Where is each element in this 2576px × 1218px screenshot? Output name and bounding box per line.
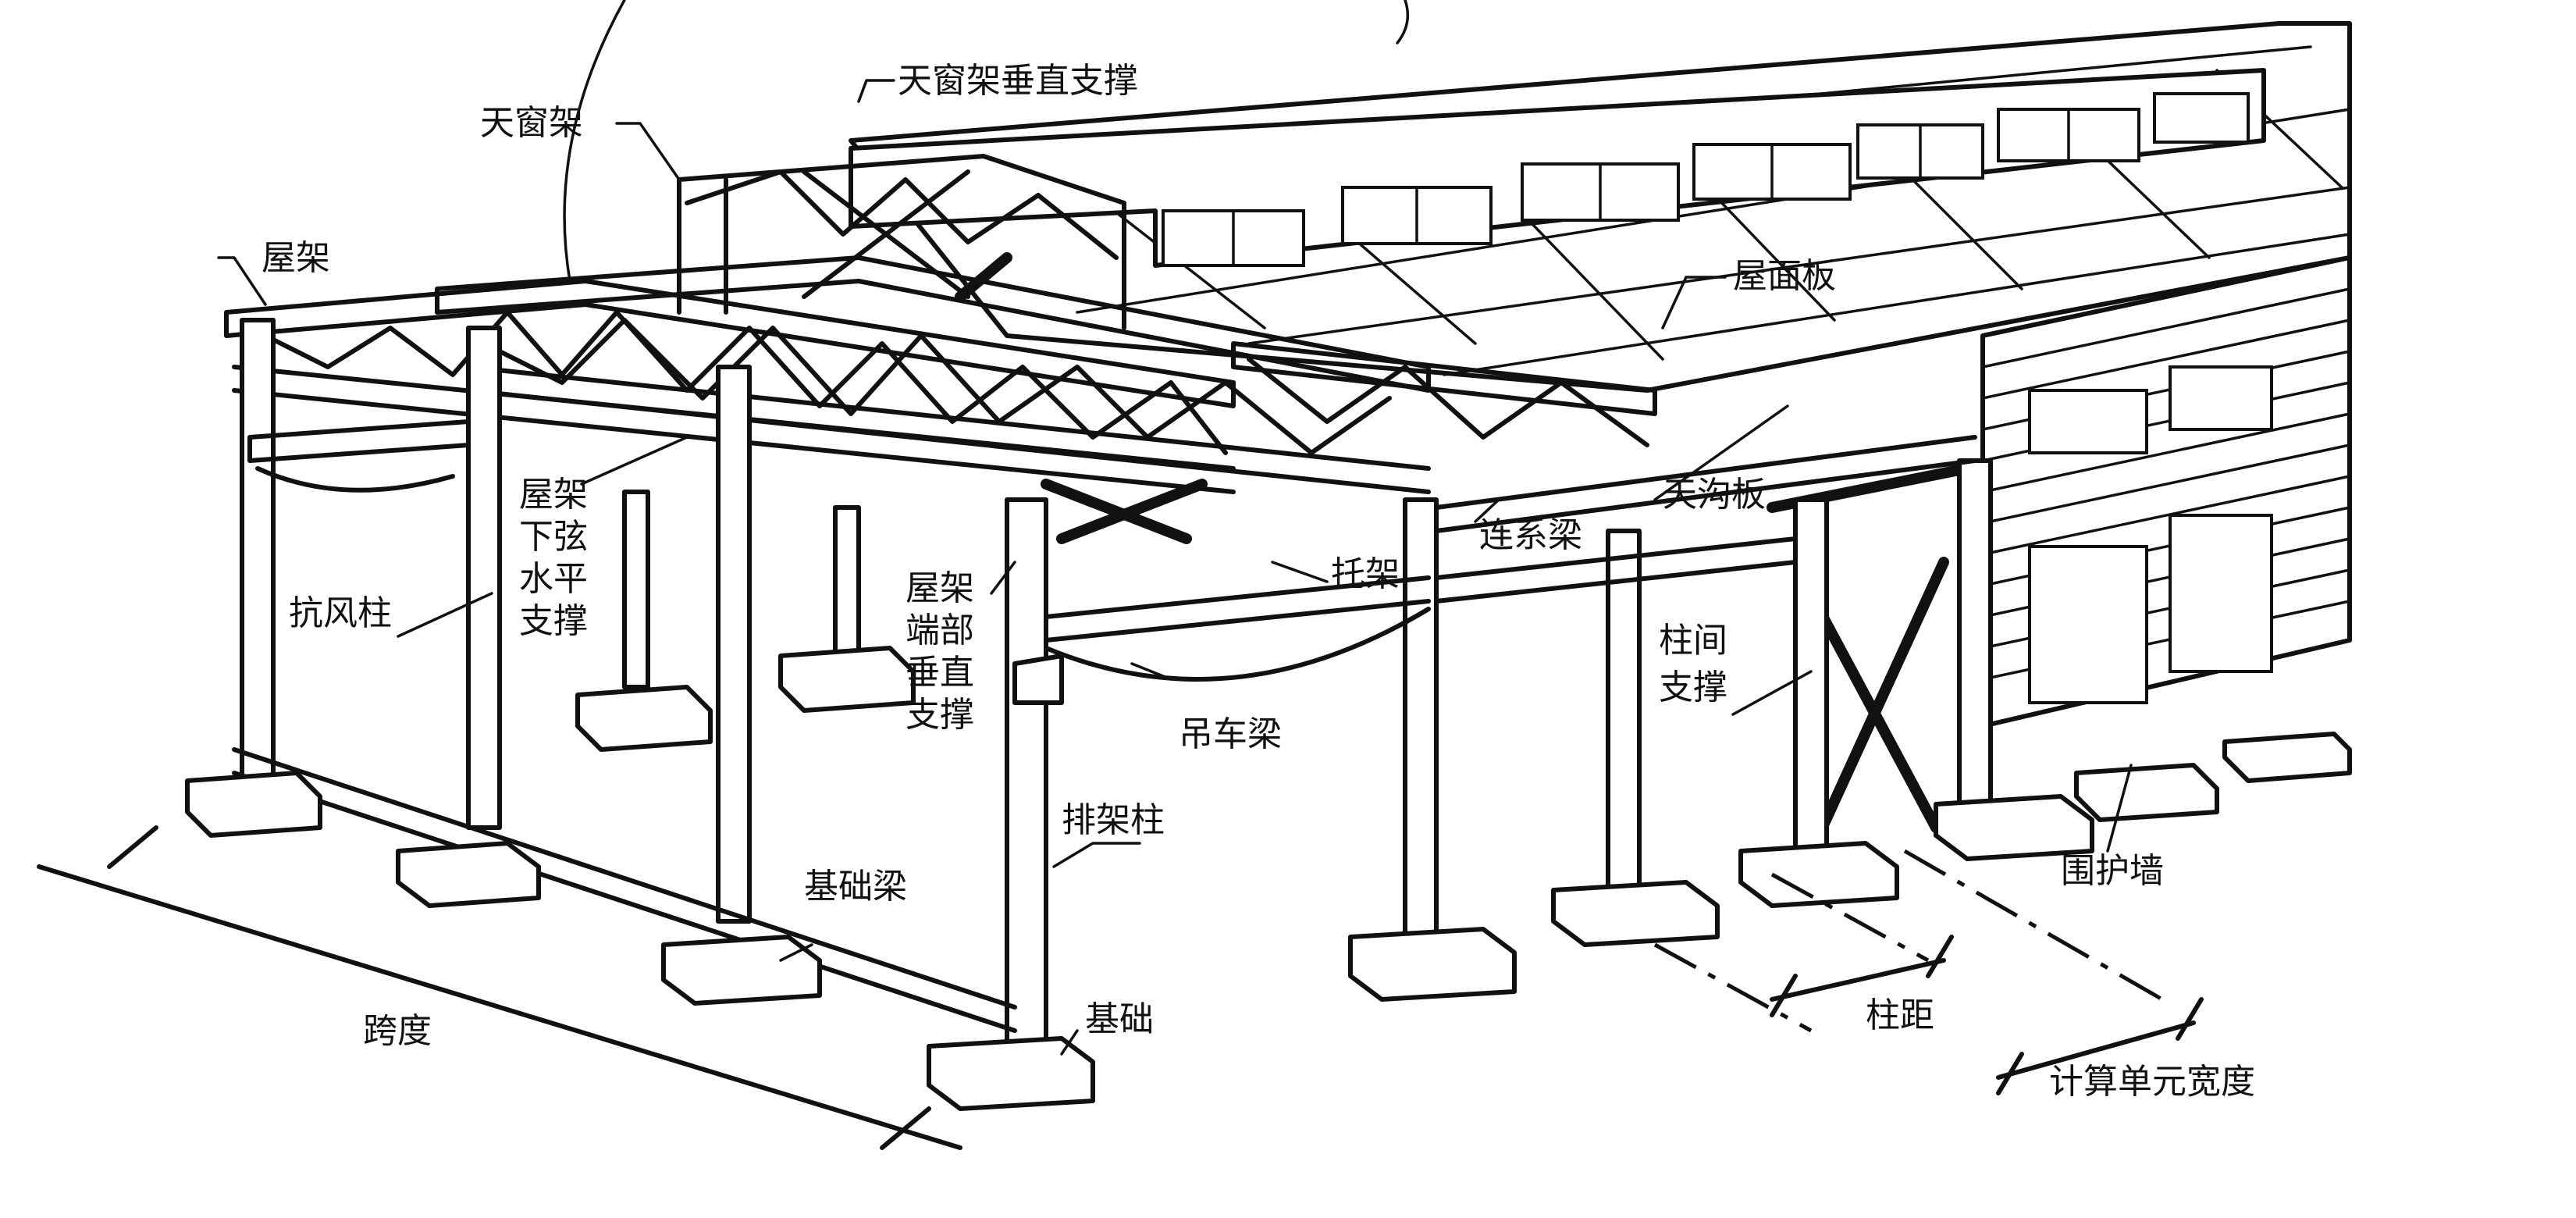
skylight-windows — [1162, 92, 2250, 267]
dimension-lines — [37, 825, 2204, 1150]
label-skylight-frame: 天窗架 — [480, 103, 583, 143]
label-support-truss: 托架 — [1331, 554, 1400, 594]
label-column-spacing: 柱距 — [1866, 995, 1934, 1035]
label-column-brace-1: 柱间 — [1659, 621, 1727, 661]
label-foundation: 基础 — [1085, 999, 1154, 1039]
label-truss-lower-chord-brace-2: 下弦 — [519, 517, 588, 557]
label-gutter-panel: 天沟板 — [1663, 475, 1766, 515]
label-truss-end-brace-2: 端部 — [906, 611, 974, 650]
label-span: 跨度 — [363, 1011, 432, 1051]
bracing — [955, 252, 1973, 841]
label-truss-lower-chord-brace-3: 水平 — [519, 559, 588, 599]
label-truss-end-brace-1: 屋架 — [906, 568, 974, 608]
label-column-brace-2: 支撑 — [1659, 668, 1727, 707]
label-truss-lower-chord-brace-1: 屋架 — [519, 475, 588, 515]
enclosure-wall — [1980, 255, 2352, 728]
leader-lines — [217, 0, 2133, 1056]
label-roof-truss: 屋架 — [262, 238, 330, 278]
labels: 天窗架 天窗架垂直支撑 屋架 屋面板 屋架 下弦 水平 支撑 抗风柱 屋架 端部… — [262, 61, 2255, 1102]
label-truss-end-brace-3: 垂直 — [906, 653, 974, 693]
label-calc-unit-width: 计算单元宽度 — [2049, 1062, 2255, 1102]
beams — [232, 419, 1977, 1033]
foundations — [185, 646, 2352, 1111]
label-truss-lower-chord-brace-4: 支撑 — [519, 601, 588, 641]
label-foundation-beam: 基础梁 — [804, 867, 907, 906]
label-crane-beam: 吊车梁 — [1179, 714, 1282, 754]
label-skylight-vertical-brace: 天窗架垂直支撑 — [898, 61, 1138, 101]
roof-surface — [849, 21, 2352, 393]
columns — [240, 318, 1993, 1049]
skylight-frame — [677, 154, 1126, 330]
label-tie-beam: 连系梁 — [1479, 515, 1582, 555]
label-bent-column: 排架柱 — [1062, 800, 1165, 840]
label-roof-panel: 屋面板 — [1733, 256, 1836, 296]
label-truss-end-brace-4: 支撑 — [906, 695, 974, 735]
label-wind-column: 抗风柱 — [289, 593, 392, 633]
roof-truss-right — [1231, 341, 1657, 447]
label-enclosure-wall: 围护墙 — [2061, 851, 2164, 891]
